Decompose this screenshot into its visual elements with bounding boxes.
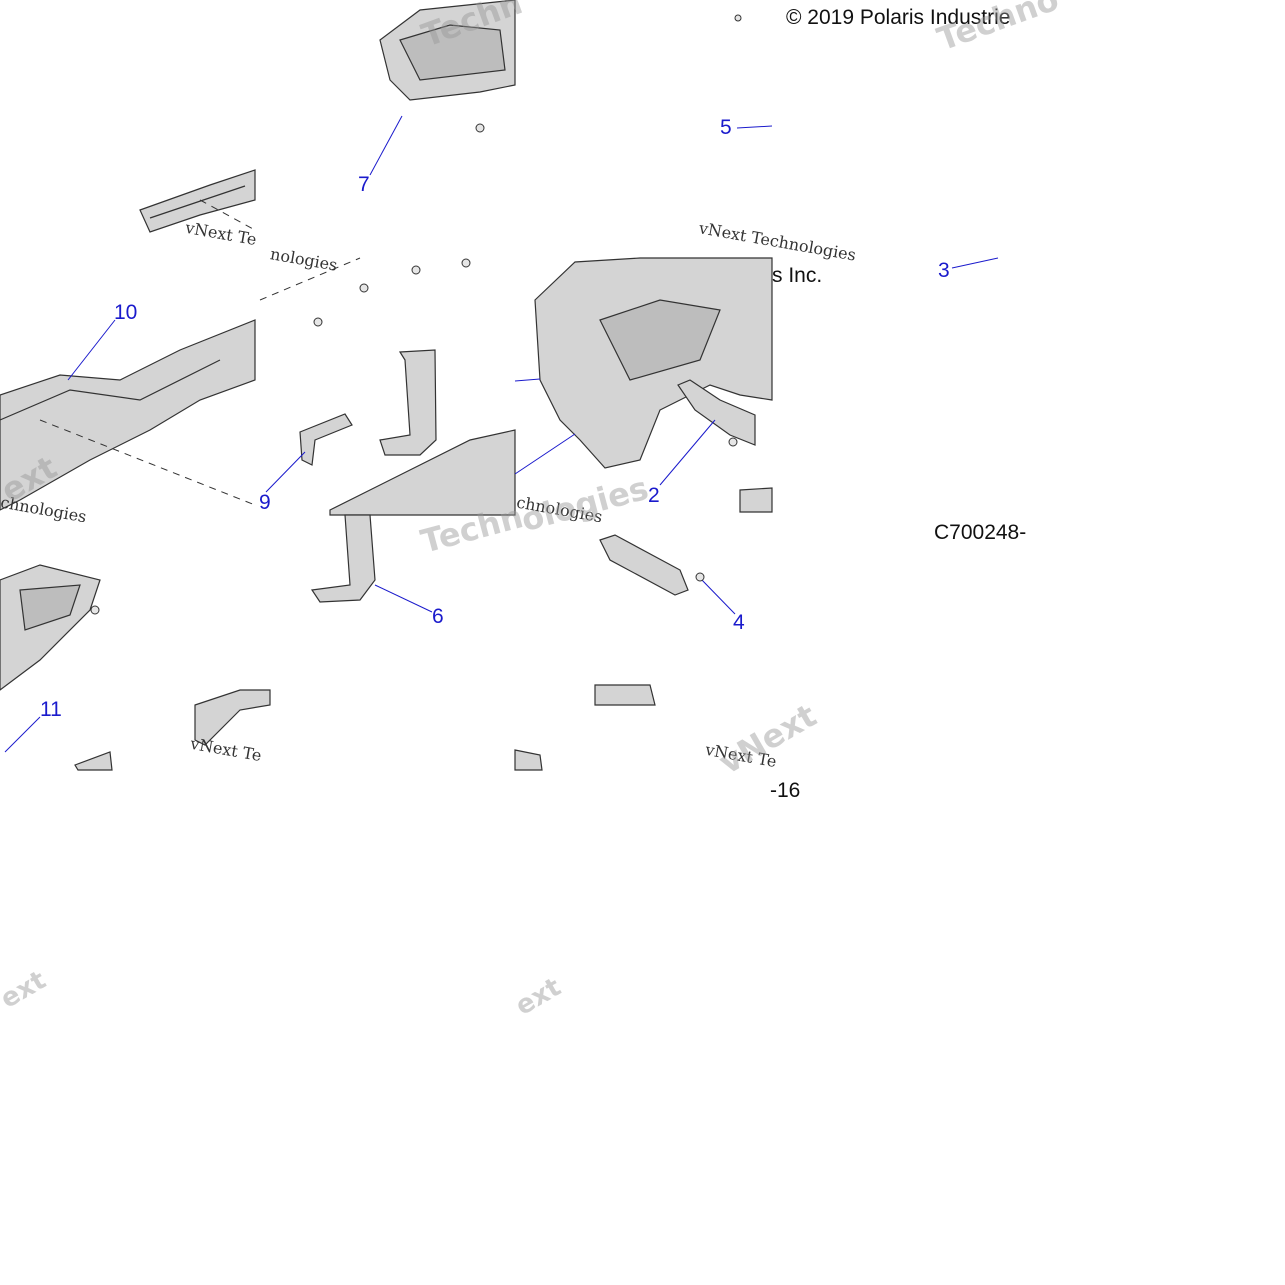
- leader-2: [659, 419, 716, 486]
- leader-9: [265, 451, 306, 493]
- bracket-9-part: [299, 413, 353, 466]
- bracket-4-part: [599, 534, 689, 596]
- callout-6: 6: [432, 605, 444, 628]
- figure-code-suffix: -16: [770, 779, 801, 802]
- callout-5: 5: [720, 116, 732, 139]
- callout-2: 2: [648, 484, 660, 507]
- leader-3: [951, 257, 999, 269]
- bracket-lower-part: [194, 689, 271, 746]
- callout-9: 9: [259, 491, 271, 514]
- bumper-pad-part: [594, 684, 656, 706]
- leader-11: [4, 716, 41, 753]
- callout-3: 3: [938, 259, 950, 282]
- callout-7: 7: [358, 173, 370, 196]
- leader-7: [369, 115, 403, 176]
- lower-housing-part: [0, 564, 101, 691]
- figure-code: C700248-: [934, 521, 1027, 544]
- leader-6: [374, 584, 433, 613]
- leader-10: [67, 319, 116, 381]
- body-panel-part: [329, 429, 516, 516]
- copyright-fragment: s Inc.: [772, 264, 823, 287]
- callout-10: 10: [114, 301, 138, 324]
- rear-rack-part: [0, 319, 256, 511]
- leader-4: [699, 577, 736, 615]
- callout-11: 11: [40, 698, 62, 721]
- rail-front-part: [139, 169, 256, 233]
- callout-4: 4: [733, 611, 745, 634]
- bracket-mount-part: [379, 349, 437, 456]
- leader-5: [736, 125, 773, 129]
- copyright-text: © 2019 Polaris Industrie: [786, 6, 1011, 29]
- bracket-6-part: [310, 514, 376, 603]
- bracket-2-part: [677, 379, 756, 446]
